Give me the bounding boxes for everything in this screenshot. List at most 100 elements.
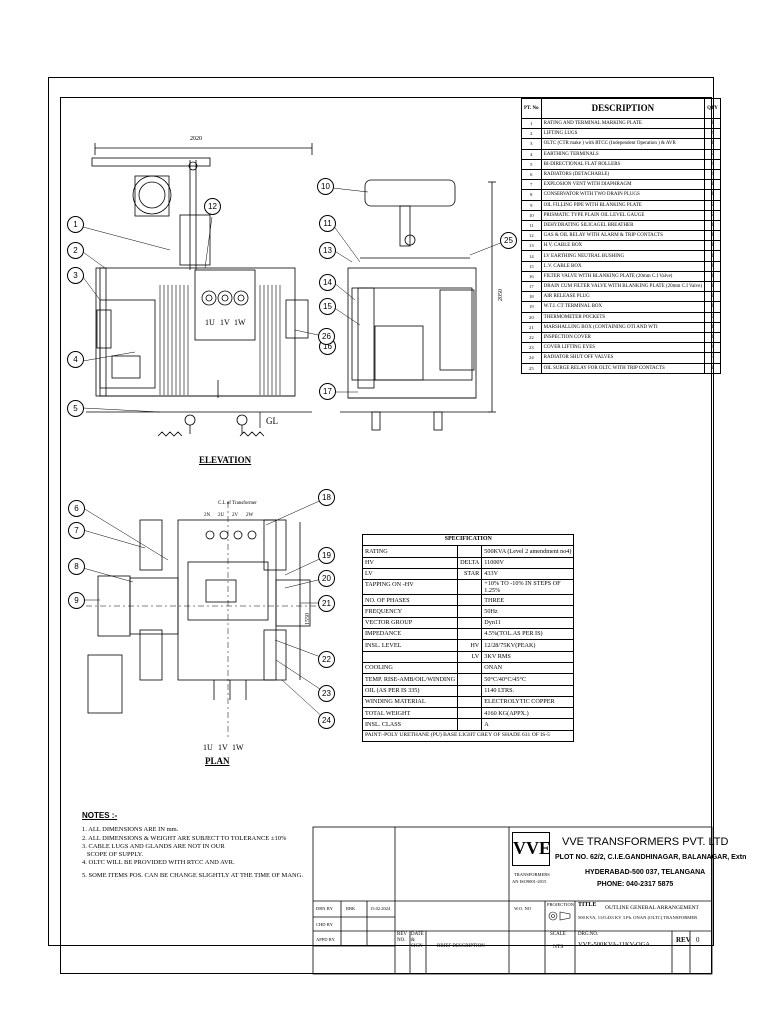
bushing-label-1w: 1W	[234, 318, 246, 327]
bom-header-no: PT. No	[521, 98, 542, 119]
bom-cell-no: 23	[521, 342, 542, 354]
spec-title: SPECIFICATION	[361, 533, 575, 547]
callout-26: 26	[318, 328, 335, 345]
bom-cell-desc: AIR RELEASE PLUG	[540, 291, 706, 303]
spec-sublabel	[457, 594, 483, 607]
spec-sublabel: STAR	[457, 567, 483, 581]
callout-18: 18	[318, 489, 335, 506]
spec-row: IMPEDANCE 4.5%(TOL.AS PER IS)	[361, 628, 575, 641]
scale-value: NTS	[553, 944, 564, 950]
bom-cell-qty: 1	[704, 260, 721, 272]
note-item: 2. ALL DIMENSIONS & WEIGHT ARE SUBJECT T…	[82, 834, 287, 842]
bom-cell-desc: EXPLOSION VENT WITH DIAPHRAGM	[540, 179, 706, 191]
callout-25: 25	[500, 232, 517, 249]
spec-label	[361, 650, 459, 663]
spec-row: OIL (AS PER IS 335)1140 LTRS.	[361, 684, 575, 697]
approved-by-label: APPD BY	[316, 937, 335, 942]
spec-label: NO. OF PHASES	[361, 594, 459, 607]
bom-cell-no: 18	[521, 291, 542, 303]
bom-cell-no: 5	[521, 158, 542, 170]
drawing-title-2: 500 KVA, 11/0.433 KV 3 Ph. ONAN (OLTC) T…	[578, 915, 698, 920]
spec-value: 3KV RMS	[481, 650, 575, 663]
callout-3: 3	[67, 267, 84, 284]
spec-label: IMPEDANCE	[361, 628, 459, 641]
notes-list: 1. ALL DIMENSIONS ARE IN mm.2. ALL DIMEN…	[82, 826, 303, 880]
company-address-2: HYDERABAD-500 037, TELANGANA	[585, 869, 706, 876]
bom-cell-no: 3	[521, 138, 542, 150]
callout-13: 13	[319, 242, 336, 259]
callout-5: 5	[67, 400, 84, 417]
spec-value: 50°C/40°C/45°C	[481, 673, 575, 686]
bom-cell-desc: GAS & OIL RELAY WITH ALARM & TRIP CONTAC…	[540, 230, 706, 242]
bom-cell-qty: 1	[704, 331, 721, 344]
spec-row: TAPPING ON -HV+10% TO -10% IN STEPS OF 1…	[361, 579, 575, 596]
bom-cell-qty: 2	[704, 311, 721, 323]
bom-cell-qty: 1	[704, 179, 721, 191]
bom-cell-desc: FILTER VALVE WITH BLANKING PLATE (20mm C…	[540, 270, 706, 283]
bom-cell-desc: LIFTING LUGS	[540, 128, 706, 140]
spec-value: +10% TO -10% IN STEPS OF 1.25%	[481, 579, 575, 596]
spec-value: 12/28/75KV(PEAK)	[481, 639, 575, 652]
spec-sublabel	[457, 605, 483, 618]
bom-cell-desc: LV EARTHING NEUTRAL BUSHING	[540, 250, 706, 262]
spec-label: VECTOR GROUP	[361, 616, 459, 630]
spec-label: WINDING MATERIAL	[361, 695, 459, 709]
spec-value: 4.5%(TOL.AS PER IS)	[481, 628, 575, 641]
callout-4: 4	[67, 351, 84, 368]
company-address-1: PLOT NO. 62/2, C.I.E.GANDHINAGAR, BALANA…	[555, 854, 747, 861]
bushing-label-1v: 1V	[220, 318, 230, 327]
note-item: SCOPE OF SUPPLY.	[82, 851, 144, 859]
spec-sublabel	[457, 695, 483, 709]
spec-value: 11000V	[481, 556, 575, 569]
spec-sublabel: LV	[457, 650, 483, 663]
spec-row: NO. OF PHASES THREE	[361, 594, 575, 607]
brief-description-label: BRIEF DESCRIPTION	[437, 944, 485, 949]
drawn-by-label: DRN BY	[316, 906, 333, 911]
bom-cell-no: 13	[521, 240, 542, 252]
bom-cell-desc: THERMOMETER POCKETS	[540, 311, 706, 323]
bom-cell-qty: 1	[704, 362, 721, 374]
spec-sublabel: DELTA	[457, 556, 483, 569]
note-item: 5. SOME ITEMS POS. CAN BE CHANGE SLIGHTL…	[82, 871, 304, 879]
bom-cell-qty: 8	[704, 352, 721, 364]
bom-cell-no: 1	[521, 117, 542, 130]
bom-cell-no: 8	[521, 189, 542, 201]
bom-cell-desc: RADIATOR SHUT OFF VALVES	[540, 352, 706, 364]
callout-9: 9	[68, 592, 85, 609]
spec-value: ELECTROLYTIC COPPER	[481, 695, 575, 709]
spec-sublabel	[457, 616, 483, 630]
callout-20: 20	[318, 570, 335, 587]
spec-value: THREE	[481, 594, 575, 607]
drawn-by-name: RBK	[346, 906, 356, 911]
bom-cell-desc: OIL SURGE RELAY FOR OLTC WITH TRIP CONTA…	[540, 362, 706, 374]
bom-cell-desc: BI-DIRECTIONAL FLAT ROLLERS	[540, 158, 706, 170]
spec-sublabel	[457, 545, 483, 558]
bom-cell-desc: W.T.I. CT TERMINAL BOX	[540, 301, 706, 313]
bom-cell-qty: 2	[704, 148, 721, 160]
bom-cell-desc: COVER LIFTING EYES	[540, 342, 706, 354]
bom-cell-desc: RADIATORS (DETACHABLE)	[540, 168, 706, 181]
drawing-title-1: OUTLINE GENERAL ARRANGEMENT	[605, 905, 699, 911]
callout-14: 14	[319, 274, 336, 291]
bom-cell-desc: PRISMATIC TYPE PLAIN OIL LEVEL GAUGE	[540, 209, 706, 221]
bom-cell-qty: 1	[704, 117, 721, 130]
bom-cell-desc: EARTHING TERMINALS	[540, 148, 706, 160]
spec-value: 433V	[481, 567, 575, 581]
bom-cell-no: 25	[521, 362, 542, 374]
callout-23: 23	[318, 685, 335, 702]
bom-header-qty: QTY	[704, 98, 721, 119]
